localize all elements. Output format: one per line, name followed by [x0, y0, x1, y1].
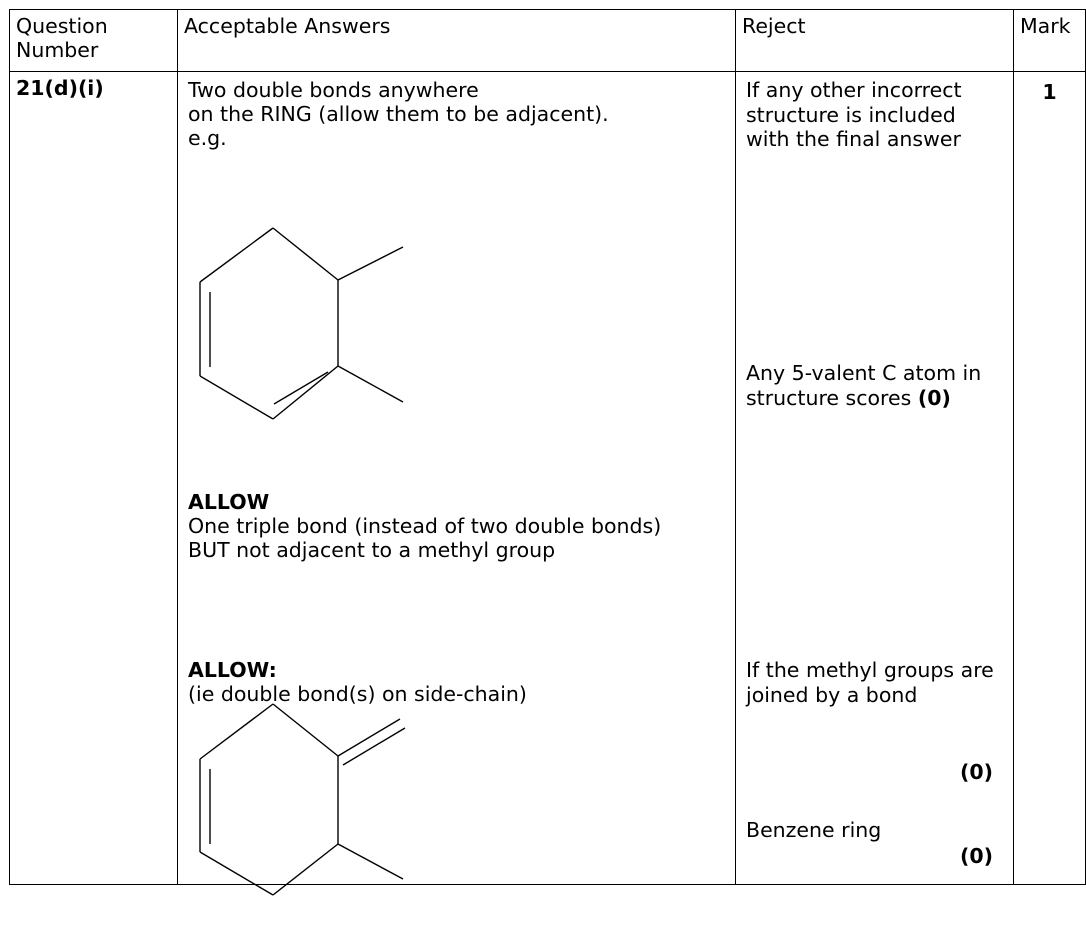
header-question-number: Question Number — [9, 9, 178, 72]
mark-cell: 1 — [1013, 71, 1086, 885]
header-mark: Mark — [1013, 9, 1086, 72]
reject-text-2: Any 5-valent C atom in structure scores — [746, 361, 982, 410]
allow-heading-1: ALLOW — [188, 490, 270, 514]
reject-score-3: (0) — [959, 760, 993, 784]
header-row: Question Number Acceptable Answers Rejec… — [9, 9, 1086, 72]
answer-line-3: e.g. — [188, 125, 227, 150]
header-reject: Reject — [735, 9, 1014, 72]
reject-text-4: Benzene ring — [746, 818, 882, 842]
allow-block-1: ALLOW One triple bond (instead of two do… — [188, 490, 708, 562]
allow-block-2: ALLOW: (ie double bond(s) on side-chain) — [188, 658, 708, 706]
question-number-cell: 21(d)(i) — [9, 71, 178, 885]
reject-text-3: If the methyl groups are joined by a bon… — [746, 658, 994, 707]
acceptable-answers-cell: Two double bonds anywhere on the RING (a… — [177, 71, 736, 896]
structure-diagram-1 — [199, 227, 404, 420]
structure-diagram-2 — [199, 703, 406, 896]
allow-text-1: One triple bond (instead of two double b… — [188, 513, 662, 562]
reject-cell: If any other incorrect structure is incl… — [735, 71, 1014, 885]
answer-intro: Two double bonds anywhere on the RING (a… — [188, 78, 609, 150]
allow-text-2: (ie double bond(s) on side-chain) — [188, 681, 527, 706]
header-acceptable-answers-text: Acceptable Answers — [184, 14, 391, 38]
reject-block-2: Any 5-valent C atom in structure scores … — [746, 361, 996, 410]
header-mark-text: Mark — [1020, 14, 1071, 38]
reject-score-4: (0) — [959, 844, 993, 868]
header-question-number-text: Question Number — [16, 14, 108, 62]
mark-value: 1 — [1042, 80, 1057, 104]
header-acceptable-answers: Acceptable Answers — [177, 9, 736, 72]
mark-scheme-table: Question Number Acceptable Answers Rejec… — [9, 9, 1086, 896]
question-number: 21(d)(i) — [16, 76, 104, 100]
header-reject-text: Reject — [742, 14, 806, 38]
reject-score-2: (0) — [917, 385, 951, 410]
answer-line-1: Two double bonds anywhere — [188, 78, 479, 102]
answer-row: 21(d)(i) Two double bonds anywhere on th… — [9, 71, 1086, 896]
allow-heading-2: ALLOW: — [188, 658, 277, 682]
answer-line-2: on the RING (allow them to be adjacent). — [188, 101, 609, 126]
reject-text-1: If any other incorrect structure is incl… — [746, 78, 962, 152]
